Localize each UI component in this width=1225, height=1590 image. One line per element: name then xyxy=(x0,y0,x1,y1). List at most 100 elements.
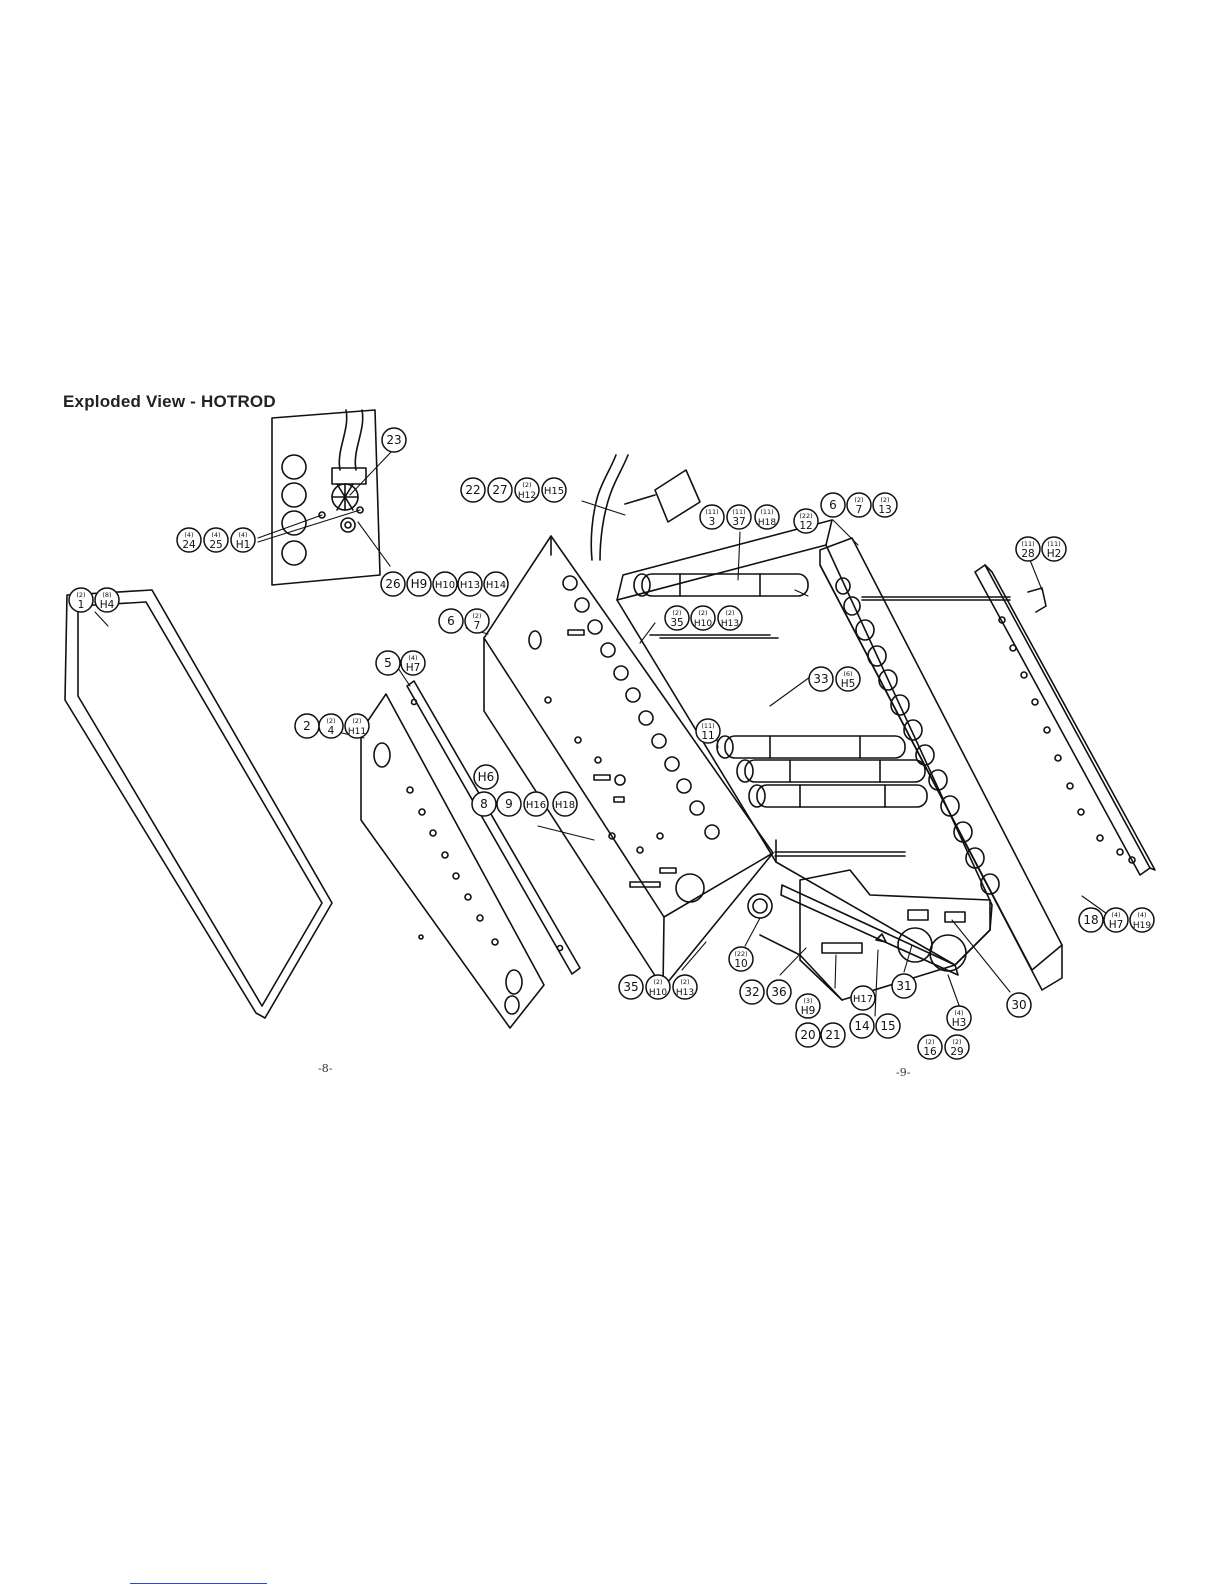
callout-4: (2)4 xyxy=(318,713,344,739)
callout-bubble xyxy=(344,713,370,739)
callout-quantity: (2) xyxy=(522,481,531,489)
callout-h2: (11)H2 xyxy=(1041,536,1067,562)
callout-h16: H16 xyxy=(523,791,549,817)
callout-label: H11 xyxy=(348,727,366,737)
callout-quantity: (4) xyxy=(211,531,220,539)
callout-bubble xyxy=(541,477,567,503)
callout-quantity: (4) xyxy=(238,531,247,539)
callout-33: 33 xyxy=(808,666,834,692)
front-frame-part xyxy=(64,589,333,1019)
callout-label: 23 xyxy=(386,433,401,447)
callout-h13: (2)H13 xyxy=(672,974,698,1000)
callout-quantity: (11) xyxy=(732,508,745,516)
callout-bubble xyxy=(795,1022,821,1048)
callout-15: 15 xyxy=(875,1013,901,1039)
control-panel-part xyxy=(759,869,991,1001)
callout-h17: H17 xyxy=(850,985,876,1011)
callout-quantity: (2) xyxy=(698,609,707,617)
callout-bubble xyxy=(1015,536,1041,562)
callout-quantity: (4) xyxy=(1111,911,1120,919)
callout-label: 28 xyxy=(1021,548,1034,560)
callout-29: (2)29 xyxy=(944,1034,970,1060)
callout-label: H9 xyxy=(411,577,428,591)
callout-bubble xyxy=(672,974,698,1000)
callout-label: H16 xyxy=(526,800,546,811)
callout-label: 6 xyxy=(829,498,837,512)
callout-label: H10 xyxy=(435,580,455,591)
callout-bubble xyxy=(406,571,432,597)
callout-label: 29 xyxy=(950,1046,963,1058)
callout-label: 5 xyxy=(384,656,392,670)
callout-35: (2)35 xyxy=(664,605,690,631)
callout-label: H7 xyxy=(406,662,421,674)
callout-h10: H10 xyxy=(432,571,458,597)
callout-bubble xyxy=(68,587,94,613)
callout-label: 2 xyxy=(303,719,311,733)
callout-quantity: (4) xyxy=(954,1009,963,1017)
callout-label: H9 xyxy=(801,1005,816,1017)
callout-bubble xyxy=(917,1034,943,1060)
callout-quantity: (2) xyxy=(472,612,481,620)
diagram-title: Exploded View - HOTROD xyxy=(63,392,276,411)
callout-21: 21 xyxy=(820,1022,846,1048)
callout-h6: H6 xyxy=(473,764,499,790)
callout-h3: (4)H3 xyxy=(946,1005,972,1031)
callout-bubble xyxy=(808,666,834,692)
callout-h18: (11)H18 xyxy=(754,504,780,530)
callout-bubble xyxy=(872,492,898,518)
callout-label: H3 xyxy=(952,1017,967,1029)
callout-quantity: (22) xyxy=(734,950,747,958)
callout-bubble xyxy=(690,605,716,631)
callout-quantity: (3) xyxy=(803,997,812,1005)
callout-bubble xyxy=(793,508,819,534)
callout-label: 20 xyxy=(800,1028,815,1042)
callout-9: 9 xyxy=(496,791,522,817)
callout-label: 9 xyxy=(505,797,513,811)
callout-label: 35 xyxy=(670,617,683,629)
callout-label: 8 xyxy=(480,797,488,811)
callout-quantity: (4) xyxy=(408,654,417,662)
callout-h10: (2)H10 xyxy=(690,605,716,631)
callout-36: 36 xyxy=(766,979,792,1005)
callout-quantity: (2) xyxy=(952,1038,961,1046)
callout-quantity: (2) xyxy=(725,609,734,617)
callout-bubble xyxy=(380,571,406,597)
callout-label: 25 xyxy=(209,539,222,551)
callout-14: 14 xyxy=(849,1013,875,1039)
callout-quantity: (2) xyxy=(653,978,662,986)
callout-label: 14 xyxy=(854,1019,869,1033)
left-chassis-part xyxy=(483,535,774,989)
callout-bubble xyxy=(1129,907,1155,933)
callout-31: 31 xyxy=(891,973,917,999)
callout-label: 35 xyxy=(623,980,638,994)
callout-label: 6 xyxy=(447,614,455,628)
callout-22: 22 xyxy=(460,477,486,503)
callout-bubble xyxy=(739,979,765,1005)
callout-bubble xyxy=(487,477,513,503)
callout-bubble xyxy=(618,974,644,1000)
callout-h19: (4)H19 xyxy=(1129,907,1155,933)
callout-h11: (2)H11 xyxy=(344,713,370,739)
side-plate-part xyxy=(360,693,545,1029)
callout-bubble xyxy=(849,1013,875,1039)
callout-7: (2)7 xyxy=(464,608,490,634)
callout-h10: (2)H10 xyxy=(645,974,671,1000)
callout-label: H1 xyxy=(236,539,251,551)
callout-label: 7 xyxy=(474,620,481,632)
callout-label: 18 xyxy=(1083,913,1098,927)
callout-label: H5 xyxy=(841,678,856,690)
callout-label: 15 xyxy=(880,1019,895,1033)
callout-quantity: (4) xyxy=(1137,911,1146,919)
callout-quantity: (11) xyxy=(701,722,714,730)
callout-label: 27 xyxy=(492,483,507,497)
callout-label: 22 xyxy=(465,483,480,497)
callout-h14: H14 xyxy=(483,571,509,597)
callout-label: 12 xyxy=(799,520,812,532)
callout-label: 3 xyxy=(709,516,716,528)
callout-bubble xyxy=(1006,992,1032,1018)
callout-label: 36 xyxy=(771,985,786,999)
callout-bubble xyxy=(176,527,202,553)
callout-h4: (8)H4 xyxy=(94,587,120,613)
callout-bubble xyxy=(664,605,690,631)
callout-label: H18 xyxy=(758,518,776,528)
